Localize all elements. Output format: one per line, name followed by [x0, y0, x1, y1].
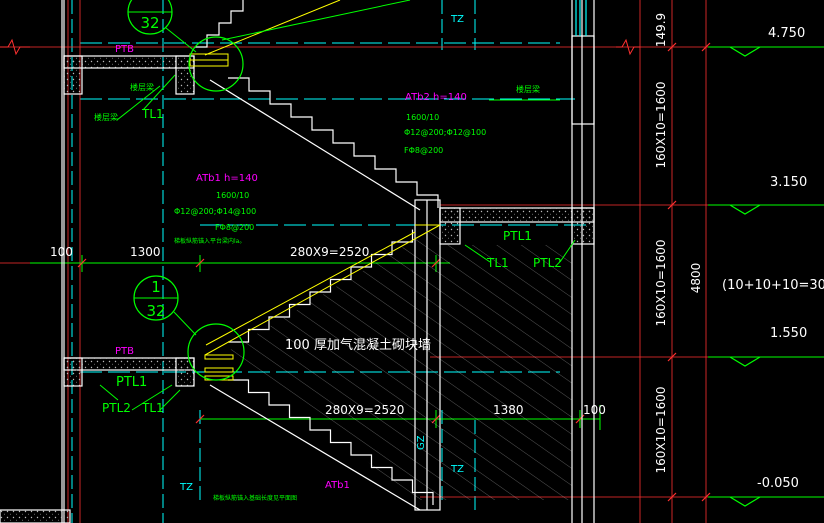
- detail-marker-middle-ref: 32: [146, 302, 165, 320]
- bottom-note: 梯板纵筋锚入基础长度见平面图: [213, 494, 297, 502]
- hdim-lower-landing: 1380: [493, 403, 524, 417]
- break-symbols: [0, 38, 640, 56]
- elevation-1550: 1.550: [770, 326, 807, 341]
- hdim-left-offset: 100: [50, 245, 73, 259]
- atb2-line1: 1600/10: [406, 113, 439, 122]
- floor-note-left-b: 楼层梁: [94, 112, 118, 122]
- floor-note-left-a: 楼层梁: [130, 82, 154, 92]
- label-ptb-upper: PTB: [115, 44, 134, 55]
- vdim-total: 4800: [689, 263, 703, 294]
- slabs: [0, 55, 595, 523]
- label-tl1-upper: TL1: [141, 107, 164, 121]
- atb1-line1: 1600/10: [216, 191, 249, 200]
- leader-lines: [99, 0, 576, 411]
- hdim-right-offset: 100: [583, 403, 606, 417]
- atb2-line3: FΦ8@200: [404, 146, 443, 155]
- detail-marker-top-ref: 32: [140, 14, 159, 32]
- label-tz-bottom-left: TZ: [179, 482, 193, 493]
- vdim-formula: (10+10+10=30: [722, 278, 824, 293]
- masonry-wall-hatch-right: [440, 245, 572, 500]
- label-ptl2-right: PTL2: [533, 256, 562, 270]
- atb2-title: ATb2 h=140: [405, 92, 467, 103]
- atb1-line3: FΦ8@200: [215, 223, 254, 232]
- vdim-lower: 160X10=1600: [654, 387, 668, 474]
- elevation-minus0050: -0.050: [757, 476, 799, 491]
- label-ptl1-right: PTL1: [503, 229, 532, 243]
- vdim-middle: 160X10=1600: [654, 240, 668, 327]
- labels: 1 4.750 3.150 1.550 -0.050 149.9 160X10=…: [50, 0, 824, 502]
- label-ptl1-lower: PTL1: [116, 375, 147, 390]
- atb1-line2: Φ12@200;Φ14@100: [174, 207, 256, 216]
- detail-marker-top: 32: [127, 0, 197, 53]
- label-tl1-right: TL1: [486, 256, 509, 270]
- vdim-top: 149.9: [654, 13, 668, 47]
- masonry-wall-hatch: [230, 225, 440, 500]
- hdim-lower-run: 280X9=2520: [325, 403, 404, 417]
- hdim-upper-run: 280X9=2520: [290, 245, 369, 259]
- label-ptb-lower: PTB: [115, 346, 134, 357]
- atb2-line2: Φ12@200;Φ12@100: [404, 128, 486, 137]
- floor-note-right: 楼层梁: [516, 84, 540, 94]
- label-atb1-bottom: ATb1: [325, 480, 350, 491]
- label-gz: GZ: [416, 435, 427, 450]
- detail-marker-top-num: 1: [152, 0, 162, 4]
- label-tl1-lower: TL1: [141, 401, 164, 415]
- level-symbols: [729, 46, 761, 507]
- atb1-title: ATb1 h=140: [196, 173, 258, 184]
- wall-note: 100 厚加气混凝土砌块墙: [285, 337, 431, 353]
- vdim-upper: 160X10=1600: [654, 82, 668, 169]
- elevation-4750: 4.750: [768, 26, 805, 41]
- label-tz-bottom-right: TZ: [450, 464, 464, 475]
- detail-marker-middle: 1 32: [133, 275, 197, 336]
- label-ptl2-lower: PTL2: [102, 401, 131, 415]
- hdim-landing-width: 1300: [130, 245, 161, 259]
- atb1-line4: 梯板纵筋锚入平台梁内la。: [174, 237, 245, 245]
- elevation-3150: 3.150: [770, 175, 807, 190]
- stair-runs: [195, 0, 441, 511]
- detail-circles: [187, 36, 245, 381]
- label-tz-top: TZ: [450, 14, 464, 25]
- detail-marker-middle-num: 1: [151, 278, 161, 296]
